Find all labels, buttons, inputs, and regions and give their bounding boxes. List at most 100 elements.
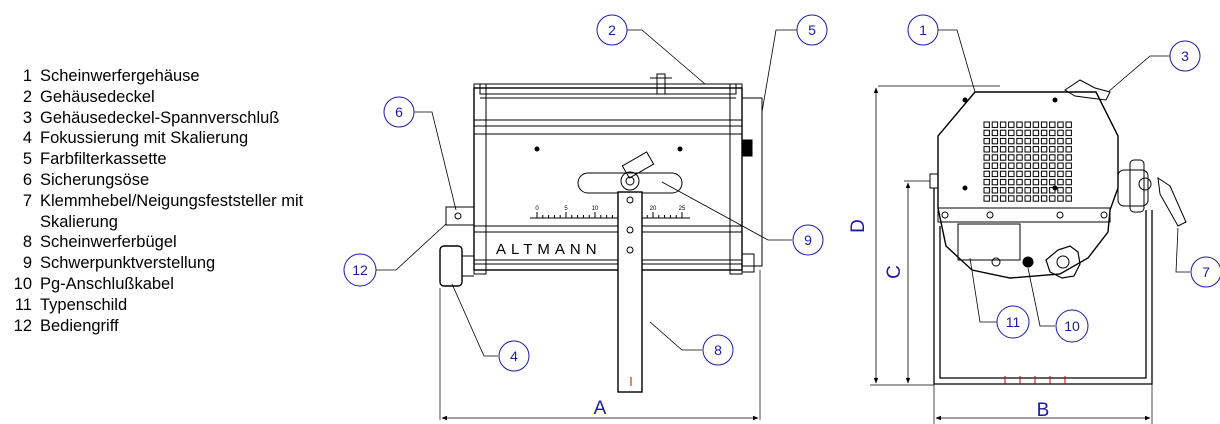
svg-text:11: 11 (1006, 314, 1021, 330)
vent-slot (1024, 178, 1031, 186)
dimension-c-label: C (884, 265, 905, 279)
vent-slot (1057, 154, 1064, 161)
vent-slot (1032, 178, 1040, 186)
vent-slot (991, 178, 999, 186)
legend-label: Farbfilterkassette (40, 150, 167, 169)
vent-slot (983, 178, 990, 186)
callout-2: 2 (596, 14, 628, 46)
callout-6: 6 (383, 96, 415, 128)
vent-slot (1049, 154, 1056, 161)
cable-gland (1022, 256, 1034, 268)
vent-slot (1065, 162, 1072, 169)
svg-text:10: 10 (1064, 318, 1080, 334)
scale-label: 20 (650, 206, 657, 212)
legend-item-continuation: Skalierung (8, 212, 303, 233)
legend-number: 9 (22, 254, 32, 273)
vent-slot (1057, 195, 1064, 202)
yoke-front (933, 188, 1153, 385)
vent-slot (1057, 178, 1064, 186)
legend-label: Typenschild (40, 295, 128, 314)
vent-slot (983, 195, 990, 202)
vent-slot (1016, 162, 1023, 169)
svg-text:9: 9 (804, 232, 812, 248)
legend-label: Gehäusedeckel (40, 87, 155, 106)
vent-slot (983, 162, 990, 169)
vent-slot (1024, 137, 1031, 145)
vent-slot (1057, 146, 1064, 153)
vent-slot (1008, 121, 1015, 128)
vent-slot (1024, 146, 1031, 153)
vent-slot (991, 187, 999, 194)
vent-slot (1032, 129, 1040, 137)
vent-slot (1016, 187, 1023, 194)
side-view: 0510152025 ALTMANN (439, 73, 763, 421)
svg-text:8: 8 (714, 342, 722, 358)
vent-slot (1049, 146, 1056, 153)
vent-slot (991, 137, 999, 145)
vent-slot (1049, 178, 1056, 186)
vent-slot (1065, 154, 1072, 161)
dimension-labels: A B C D (594, 219, 1050, 421)
type-plate (957, 223, 1021, 261)
callout-7: 7 (1190, 256, 1220, 288)
vent-slot (983, 121, 990, 128)
svg-text:7: 7 (1202, 264, 1210, 280)
scale-label: 0 (535, 206, 539, 212)
bracket-side (617, 191, 643, 393)
focus-knob (439, 245, 463, 287)
vent-slot (999, 146, 1007, 153)
dimension-b-label: B (1037, 400, 1050, 421)
vent-slot (1040, 187, 1048, 194)
vent-slot (1032, 121, 1040, 128)
vent-slot (1057, 121, 1064, 128)
vent-slot (1049, 162, 1056, 169)
vent-slot (1065, 178, 1072, 186)
svg-text:6: 6 (395, 104, 403, 120)
vent-slot (983, 170, 990, 178)
vent-slot (1024, 129, 1031, 137)
vent-slot (1049, 129, 1056, 137)
filter-cassette (741, 97, 763, 267)
legend-number: 1 (22, 67, 32, 85)
vent-slot (1049, 121, 1056, 128)
vent-slot (1008, 195, 1015, 202)
legend-label: Klemmhebel/Neigungsfeststeller mit (40, 191, 304, 210)
front-view (870, 79, 1187, 424)
callout-9: 9 (792, 224, 824, 256)
vent-slot (999, 178, 1007, 186)
callout-5: 5 (796, 14, 828, 46)
callout-3: 3 (1169, 40, 1201, 72)
vent-slot (983, 187, 990, 194)
vent-slot (1032, 137, 1040, 145)
vent-slot (1032, 195, 1040, 202)
vent-slot (1040, 146, 1048, 153)
vent-slot (1024, 170, 1031, 178)
vent-slot (1008, 137, 1015, 145)
brand-label: ALTMANN (496, 241, 602, 258)
vent-slot (1024, 195, 1031, 202)
svg-text:1: 1 (919, 22, 927, 38)
vent-slot (1008, 129, 1015, 137)
callout-4: 4 (498, 340, 530, 372)
callout-11: 11 (996, 305, 1030, 339)
operating-knob (1045, 245, 1081, 279)
vent-slot (1032, 146, 1040, 153)
vent-slot (1032, 187, 1040, 194)
svg-text:12: 12 (352, 262, 368, 278)
scale-label: 10 (592, 206, 599, 212)
vent-slot (1040, 195, 1048, 202)
vent-slot (991, 121, 999, 128)
callout-10: 10 (1055, 309, 1089, 343)
legend-label: Pg-Anschlußkabel (40, 274, 174, 293)
vent-slot (983, 146, 990, 153)
vent-slot (999, 162, 1007, 169)
